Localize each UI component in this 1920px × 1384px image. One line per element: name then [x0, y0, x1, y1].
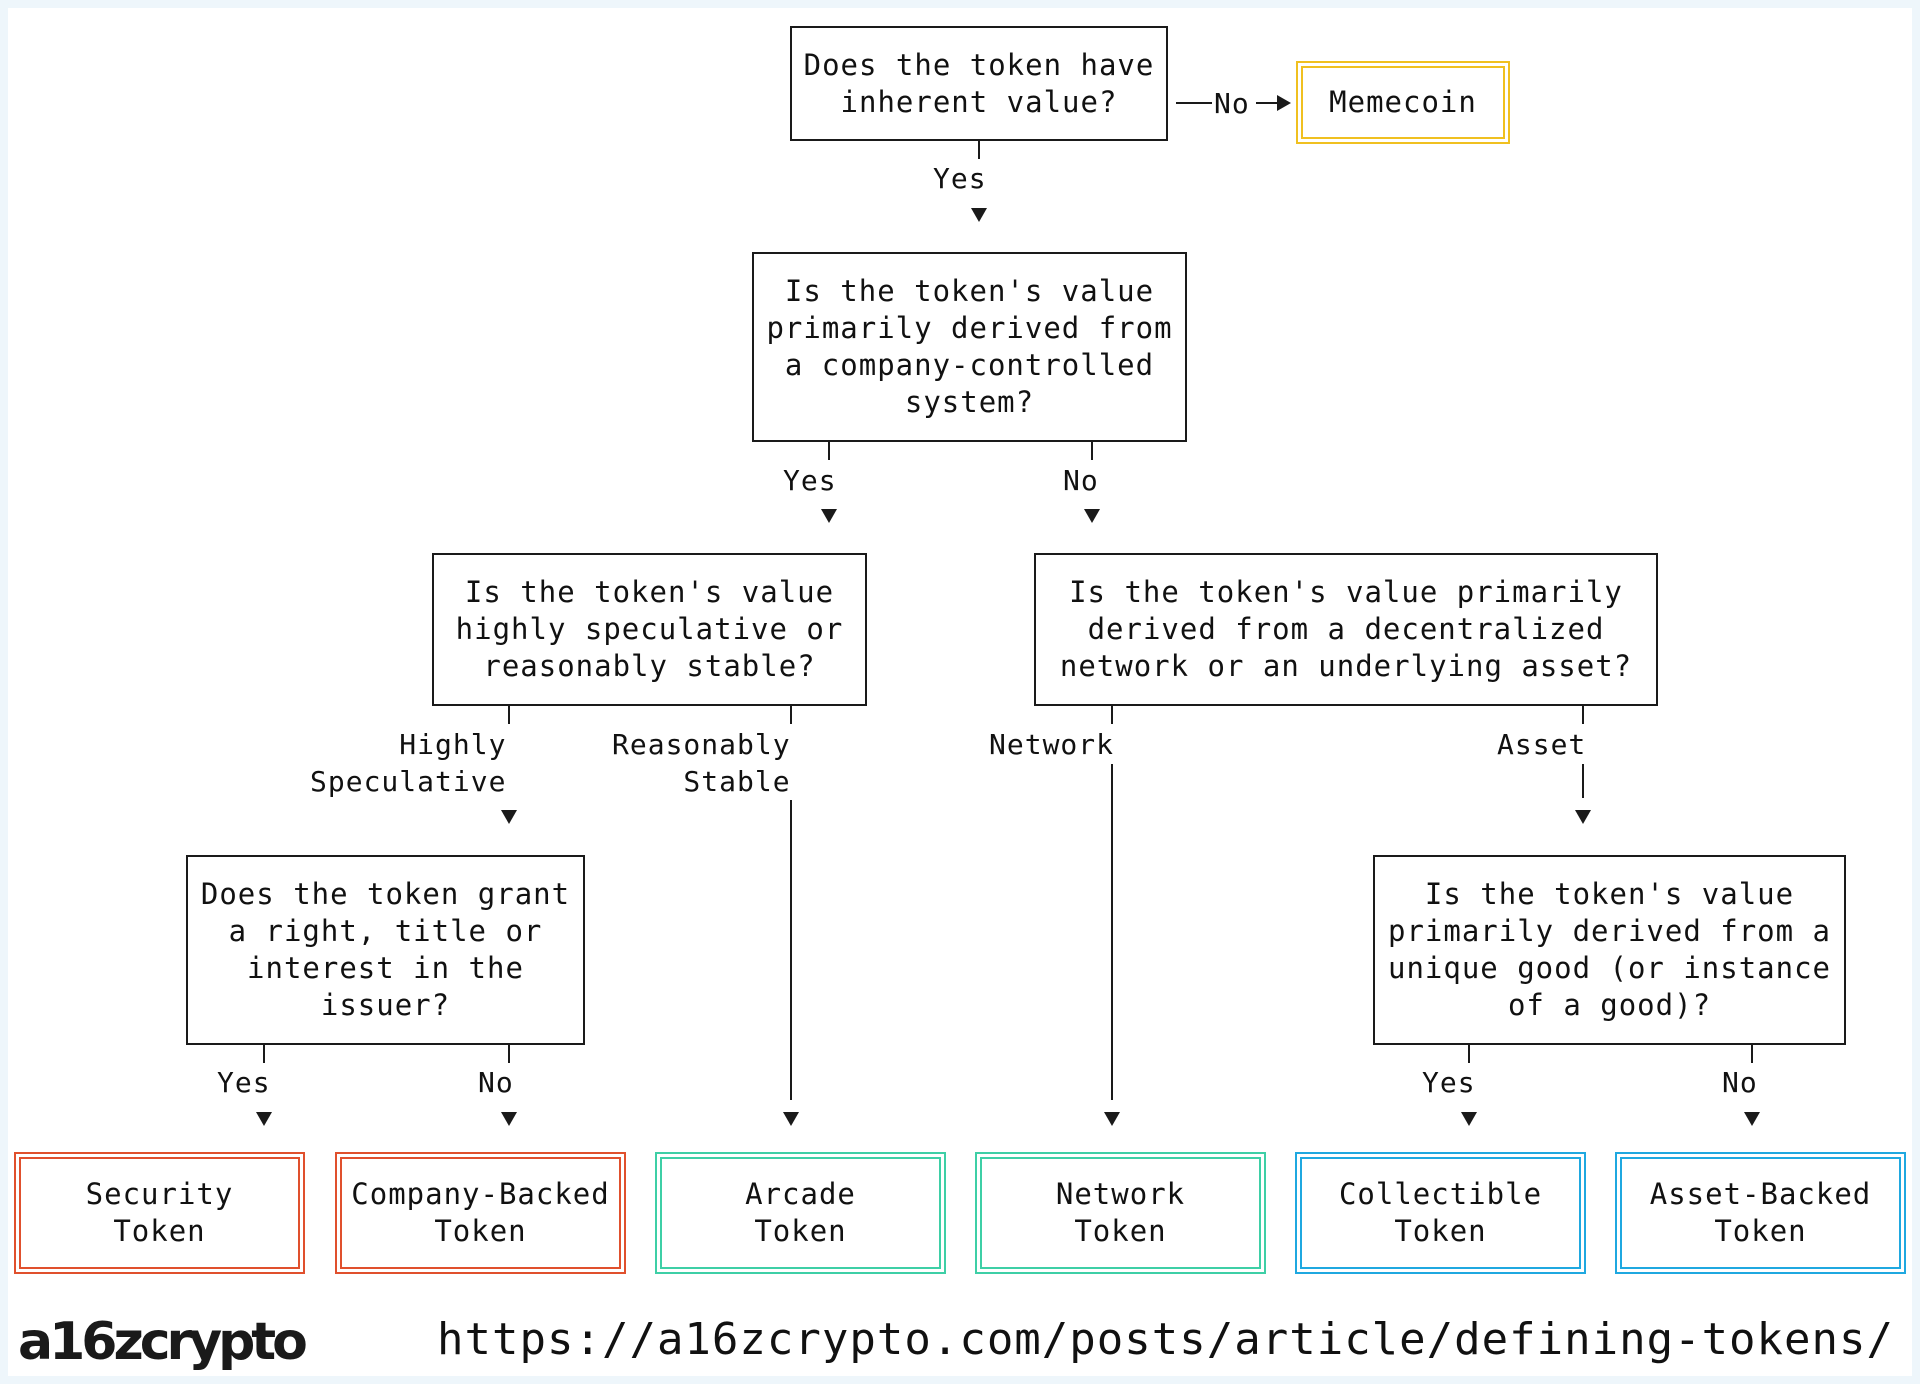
question-right-title-interest: Does the token grant a right, title or i…: [186, 855, 585, 1045]
outcome-collectible-token: Collectible Token: [1295, 1152, 1586, 1274]
outcome-arcade-token: Arcade Token: [655, 1152, 946, 1274]
arrow-q2-no: [1084, 509, 1100, 523]
question-inherent-value: Does the token have inherent value?: [790, 26, 1168, 141]
label-q1-no: No: [1214, 87, 1250, 120]
connector-q4-network-bottom: [1111, 764, 1113, 1100]
question-right-title-interest-text: Does the token grant a right, title or i…: [200, 877, 571, 1022]
question-speculative-or-stable: Is the token's value highly speculative …: [432, 553, 867, 706]
connector-q4-network-top: [1111, 706, 1113, 724]
connector-q2-yes-top: [828, 442, 830, 460]
connector-q6-no-top: [1751, 1045, 1753, 1063]
label-q1-yes: Yes: [933, 162, 987, 195]
label-q6-yes: Yes: [1422, 1066, 1476, 1099]
arrow-q6-yes: [1461, 1112, 1477, 1126]
question-speculative-or-stable-text: Is the token's value highly speculative …: [455, 575, 844, 683]
question-unique-good-text: Is the token's value primarily derived f…: [1387, 877, 1832, 1022]
label-q3-stable: Reasonably Stable: [612, 728, 791, 798]
connector-q1-no-right: [1256, 102, 1278, 104]
label-q4-network: Network: [989, 728, 1115, 761]
label-q6-no: No: [1722, 1066, 1758, 1099]
arrow-q4-network: [1104, 1112, 1120, 1126]
connector-q5-yes-top: [263, 1045, 265, 1063]
outcome-network-token: Network Token: [975, 1152, 1266, 1274]
arrow-q5-yes: [256, 1112, 272, 1126]
outcome-network-token-text: Network Token: [1055, 1177, 1186, 1248]
outcome-memecoin-text: Memecoin: [1329, 85, 1477, 119]
outcome-arcade-token-text: Arcade Token: [745, 1177, 856, 1248]
outcome-asset-backed-token-text: Asset-Backed Token: [1649, 1177, 1872, 1248]
outcome-company-backed-token-text: Company-Backed Token: [351, 1177, 610, 1248]
question-company-controlled: Is the token's value primarily derived f…: [752, 252, 1187, 442]
arrow-q3-stable: [783, 1112, 799, 1126]
outcome-memecoin: Memecoin: [1296, 61, 1510, 144]
connector-q6-yes-top: [1468, 1045, 1470, 1063]
question-network-or-asset-text: Is the token's value primarily derived f…: [1059, 575, 1633, 683]
outcome-collectible-token-text: Collectible Token: [1338, 1177, 1543, 1248]
arrow-q5-no: [501, 1112, 517, 1126]
connector-q3-stable-bottom: [790, 800, 792, 1100]
article-url[interactable]: https://a16zcrypto.com/posts/article/def…: [437, 1314, 1894, 1365]
arrow-q1-no: [1277, 95, 1291, 111]
label-q3-speculative: Highly Speculative: [310, 728, 507, 798]
arrow-q6-no: [1744, 1112, 1760, 1126]
connector-q3-stable-top: [790, 706, 792, 724]
connector-q4-asset-bottom: [1582, 764, 1584, 798]
connector-q3-speculative-top: [508, 706, 510, 724]
connector-q1-yes-top: [978, 141, 980, 159]
outcome-company-backed-token: Company-Backed Token: [335, 1152, 626, 1274]
question-company-controlled-text: Is the token's value primarily derived f…: [766, 274, 1173, 419]
connector-q4-asset-top: [1582, 706, 1584, 724]
arrow-q4-asset: [1575, 810, 1591, 824]
arrow-q3-speculative: [501, 810, 517, 824]
connector-q2-no-top: [1091, 442, 1093, 460]
a16zcrypto-logo: a16zcrypto: [18, 1312, 308, 1372]
outcome-security-token: Security Token: [14, 1152, 305, 1274]
label-q4-asset: Asset: [1497, 728, 1587, 761]
arrow-q2-yes: [821, 509, 837, 523]
connector-q5-no-top: [508, 1045, 510, 1063]
question-unique-good: Is the token's value primarily derived f…: [1373, 855, 1846, 1045]
question-inherent-value-text: Does the token have inherent value?: [803, 47, 1155, 119]
label-q5-yes: Yes: [217, 1066, 271, 1099]
outcome-security-token-text: Security Token: [85, 1177, 234, 1248]
question-network-or-asset: Is the token's value primarily derived f…: [1034, 553, 1658, 706]
outcome-asset-backed-token: Asset-Backed Token: [1615, 1152, 1906, 1274]
label-q5-no: No: [478, 1066, 514, 1099]
label-q2-yes: Yes: [783, 464, 837, 497]
connector-q1-no-left: [1176, 102, 1212, 104]
arrow-q1-yes: [971, 208, 987, 222]
label-q2-no: No: [1063, 464, 1099, 497]
